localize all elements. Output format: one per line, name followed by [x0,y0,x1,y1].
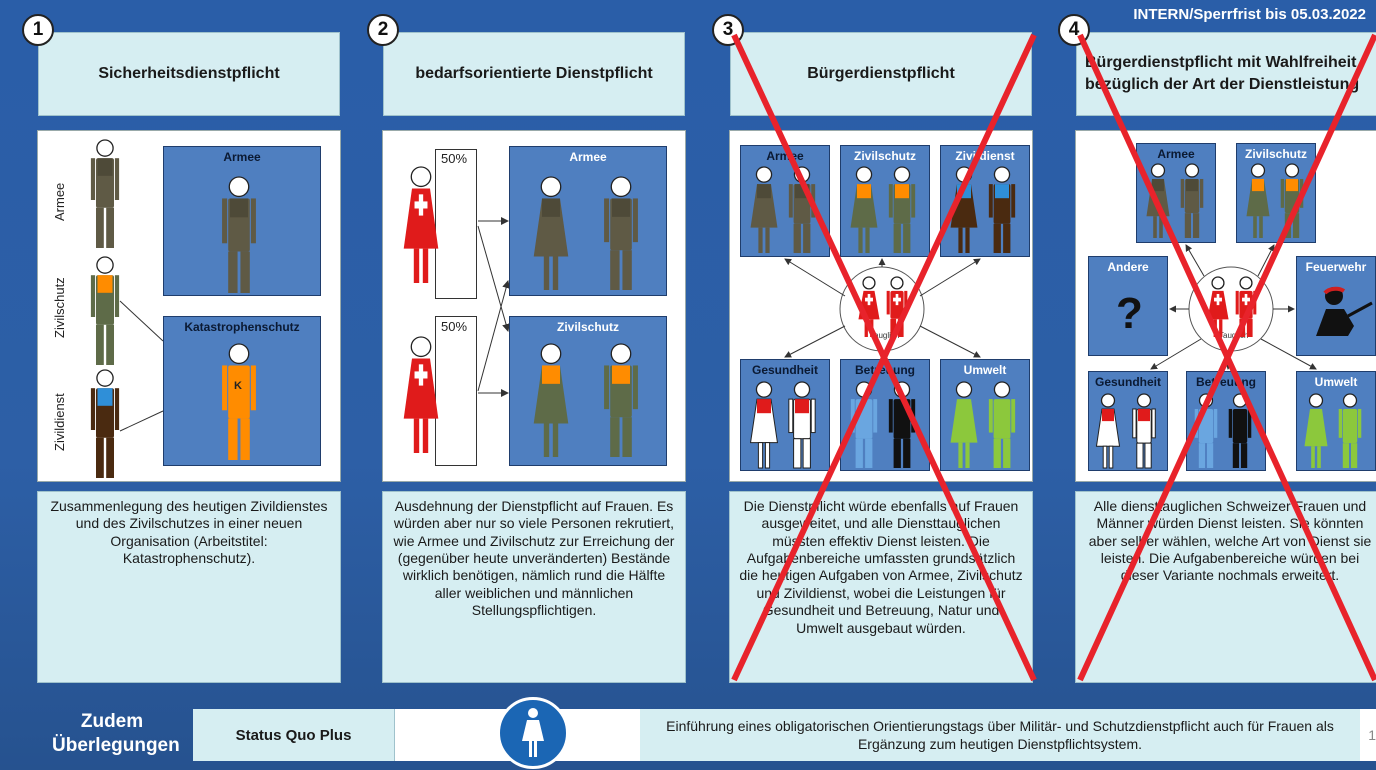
disaster-relief-badge: K [234,380,242,392]
gesundheit-woman-3 [749,381,779,469]
woman-icon [497,697,569,769]
betreuung-elder-3 [850,381,878,468]
column-4-title: Bürgerdienstpflicht mit Wahlfreiheit bez… [1076,32,1376,116]
zivildienst-woman-3 [950,166,978,253]
armee-woman-3 [750,166,778,253]
woman-red-figure-bottom [403,336,439,453]
percent-frame-top [435,149,477,299]
betreuung-helper-3 [888,381,916,468]
zivildienst-man-3 [988,166,1016,253]
army-figure [222,176,256,293]
army-woman-figure [533,176,569,290]
column-1-connectors [119,300,164,432]
column-3-number: 3 [712,14,744,46]
box-armee-2: Armee [509,146,667,296]
umwelt-man-4 [1338,393,1362,468]
civil-man-figure [604,343,638,457]
hub-woman-figure-3 [858,276,880,337]
percent-bottom: 50% [441,319,468,334]
zivilschutz-man-3 [888,166,916,253]
armee-man-3 [788,166,816,253]
hub-man-figure-3 [886,276,908,337]
column-2-description: Ausdehnung der Dienstpflicht auf Frauen.… [382,491,686,683]
gesundheit-man-3 [788,381,816,469]
column-1-number: 1 [22,14,54,46]
civil-woman-figure [533,343,569,457]
column-3-description: Die Dienstpflicht würde ebenfalls auf Fr… [729,491,1033,683]
betreuung-elder-4 [1194,393,1218,468]
column-3-title: Bürgerdienstpflicht [730,32,1032,116]
armee-man-4 [1180,163,1204,238]
box-zivilschutz-2: Zivilschutz [509,316,667,466]
disaster-relief-figure [222,343,256,460]
column-4-number: 4 [1058,14,1090,46]
hub-woman-figure-4 [1207,276,1229,337]
footer-description: Einführung eines obligatorischen Orienti… [640,709,1360,761]
civil-protection-figure [90,256,120,365]
column-4-description: Alle diensttauglichen Schweizer Frauen u… [1075,491,1376,683]
umwelt-woman-3 [950,381,978,468]
hub-man-figure-4 [1235,276,1257,337]
gesundheit-woman-4 [1095,393,1121,469]
umwelt-woman-4 [1304,393,1328,468]
page-number: 1 [1368,727,1376,743]
column-1-description: Zusammenlegung des heutigen Zivildienste… [37,491,341,683]
woman-red-figure-top [403,166,439,283]
footer-title: Zudem Überlegungen [52,711,180,756]
confidentiality-banner: INTERN/Sperrfrist bis 05.03.2022 [1133,6,1366,23]
percent-top: 50% [441,151,468,166]
column-3-figure: Armee Zivilschutz Zivildienst Gesundheit… [729,130,1033,482]
civilian-service-figure [90,369,120,478]
betreuung-helper-4 [1228,393,1252,468]
zivilschutz-man-4 [1280,163,1304,238]
percent-frame-bottom [435,316,477,466]
umwelt-man-3 [988,381,1016,468]
army-man-figure [604,176,638,290]
footer-status-label: Status Quo Plus [193,709,395,761]
column-2-title: bedarfsorientierte Dienstpflicht [383,32,685,116]
column-1-figure: Armee Zivilschutz Zivildienst Armee Kata… [37,130,341,482]
gesundheit-man-4 [1132,393,1156,469]
column-2-arrows [477,217,511,397]
column-2-number: 2 [367,14,399,46]
armee-woman-4 [1146,163,1170,238]
zivilschutz-woman-4 [1246,163,1270,238]
zivilschutz-woman-3 [850,166,878,253]
soldier-figure [90,139,120,248]
column-2-figure: 50% 50% Armee Zivilschutz [382,130,686,482]
column-4-figure: Armee Zivilschutz Andere Feuerwehr Gesun… [1075,130,1376,482]
column-1-title: Sicherheitsdienstpflicht [38,32,340,116]
